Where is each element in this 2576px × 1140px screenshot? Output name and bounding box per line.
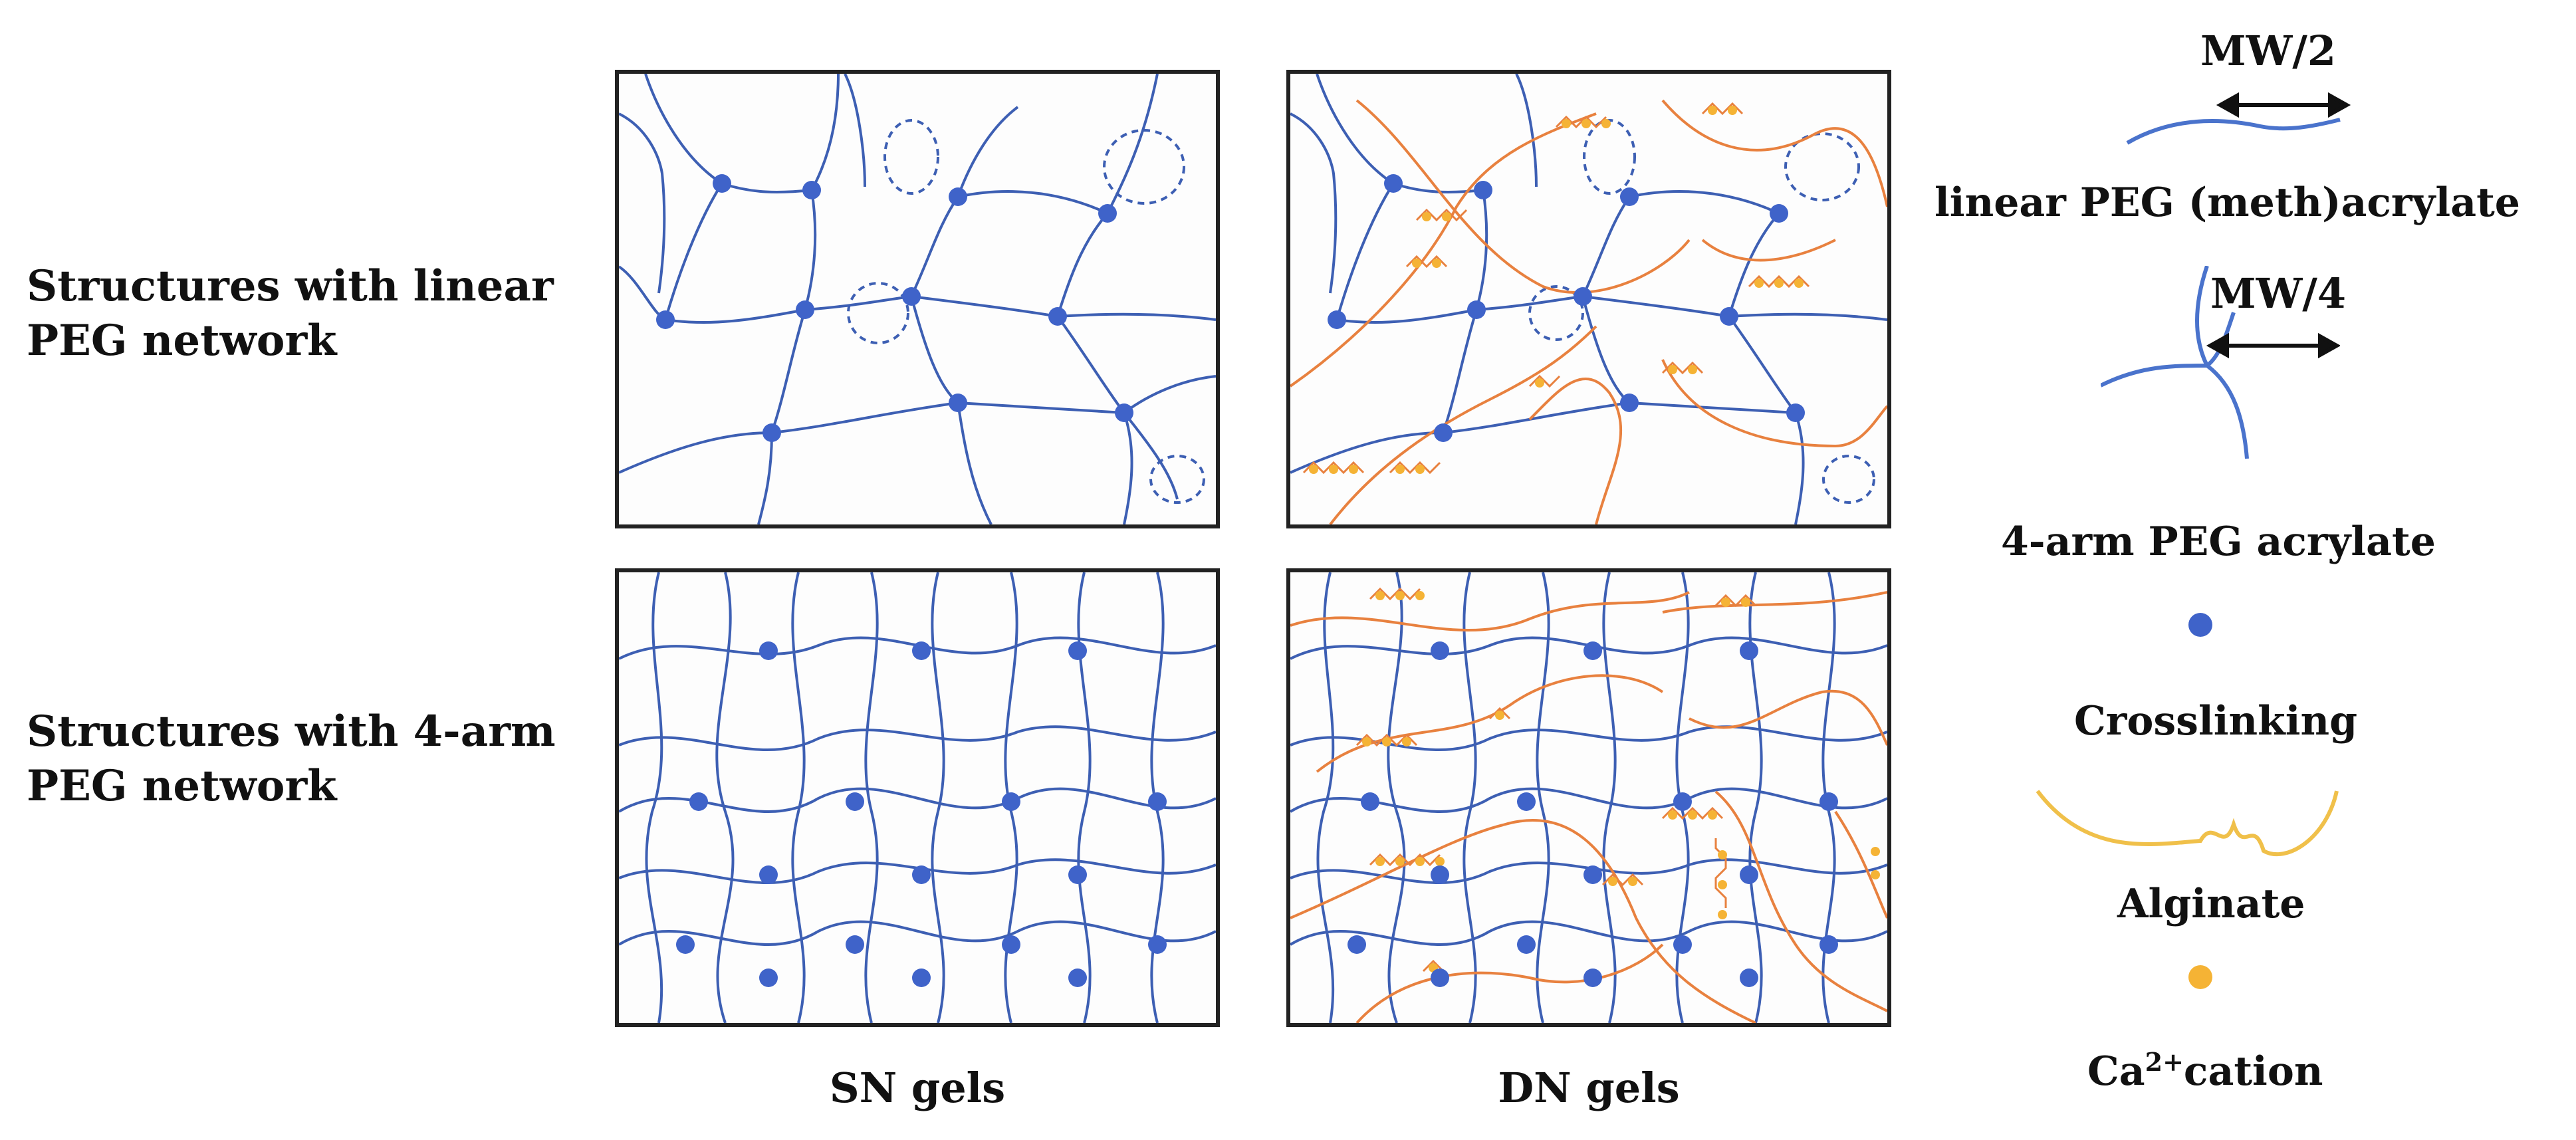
legend-calcium-prefix: Ca — [2087, 1048, 2145, 1095]
legend-four-arm-peg-symbol — [2101, 266, 2340, 459]
legend-mw4-arrow — [2206, 332, 2340, 359]
legend-calcium-suffix: cation — [2183, 1048, 2323, 1095]
sn-linear-network — [619, 74, 1216, 524]
legend-four-arm-peg-arm-3 — [2206, 364, 2249, 459]
dn-linear-network — [1290, 74, 1887, 524]
legend-linear-peg-symbol — [2126, 92, 2351, 145]
panel-dn-four-arm — [1286, 568, 1891, 1027]
legend-alginate-label: Alginate — [2117, 881, 2305, 927]
legend-linear-peg-chain — [2126, 118, 2341, 145]
legend-four-arm-peg-arm-2 — [2101, 364, 2208, 388]
panel-dn-linear — [1286, 70, 1891, 528]
row-label-linear: Structures with linear PEG network — [27, 261, 554, 366]
legend-alginate-symbol — [2036, 790, 2339, 856]
legend-four-arm-peg-label: 4-arm PEG acrylate — [2001, 518, 2436, 565]
sn-four-arm-network — [619, 572, 1216, 1023]
legend-calcium-dot — [2188, 965, 2212, 989]
legend-linear-peg-label: linear PEG (meth)acrylate — [1934, 179, 2520, 226]
legend-crosslink-dot — [2188, 613, 2212, 637]
legend-crosslinking-label: Crosslinking — [2074, 698, 2358, 744]
legend-calcium-charge: 2+ — [2145, 1047, 2184, 1077]
legend-mw4-label: MW/4 — [2210, 269, 2347, 318]
legend-four-arm-peg-arm-1 — [2195, 266, 2209, 367]
panel-sn-linear — [615, 70, 1220, 528]
column-label-dn: DN gels — [1498, 1064, 1680, 1112]
panel-sn-four-arm — [615, 568, 1220, 1027]
column-label-sn: SN gels — [829, 1064, 1006, 1112]
legend-mw2-label: MW/2 — [2200, 27, 2337, 75]
legend-calcium-label: Ca2+cation — [2087, 1047, 2323, 1095]
legend-mw2-arrow — [2216, 92, 2351, 118]
dn-four-arm-network — [1290, 572, 1887, 1023]
row-label-four-arm: Structures with 4-arm PEG network — [27, 707, 556, 811]
